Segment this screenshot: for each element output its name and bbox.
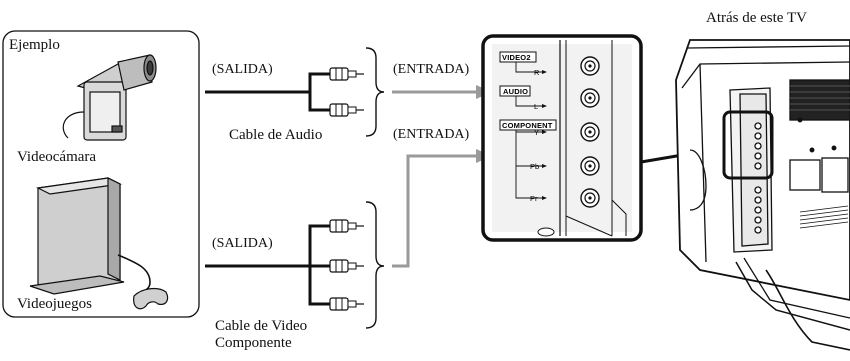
jack-pb bbox=[580, 156, 600, 176]
panel-component-tag: COMPONENT bbox=[502, 121, 553, 130]
input-panel-zoom bbox=[481, 34, 643, 242]
jack-label-pr: Pr bbox=[530, 194, 538, 203]
component-input-arrow bbox=[392, 149, 492, 268]
component-input-label: (ENTRADA) bbox=[393, 127, 470, 142]
component-plug-pr bbox=[329, 297, 364, 311]
audio-output-label: (SALIDA) bbox=[212, 62, 273, 77]
audio-brace bbox=[365, 47, 385, 137]
device-label-game-console: Videojuegos bbox=[17, 296, 92, 312]
jack-r bbox=[580, 56, 600, 76]
camcorder-icon bbox=[62, 54, 157, 141]
audio-input-arrow bbox=[392, 85, 492, 99]
audio-input-label: (ENTRADA) bbox=[393, 62, 470, 77]
panel-audio-tag: AUDIO bbox=[503, 87, 528, 96]
tv-caption: Atrás de este TV bbox=[706, 10, 807, 26]
jack-label-l: L bbox=[534, 102, 538, 111]
component-output-label: (SALIDA) bbox=[212, 236, 273, 251]
audio-plug-r bbox=[329, 67, 364, 81]
audio-cable-caption: Cable de Audio bbox=[229, 127, 323, 143]
audio-plug-l bbox=[329, 103, 364, 117]
tv-rear-icon bbox=[675, 39, 850, 351]
panel-video2-tag: VIDEO2 bbox=[502, 53, 531, 62]
game-console-icon bbox=[29, 177, 169, 310]
example-title: Ejemplo bbox=[9, 37, 60, 53]
component-plug-y bbox=[329, 219, 364, 233]
jack-label-y: Y bbox=[534, 128, 539, 137]
component-plug-pb bbox=[329, 259, 364, 273]
component-cable-caption-line2: Componente bbox=[215, 335, 292, 351]
component-cable bbox=[205, 201, 385, 329]
jack-label-pb: Pb bbox=[530, 162, 539, 171]
device-label-camcorder: Videocámara bbox=[17, 149, 97, 165]
audio-cable bbox=[205, 47, 385, 137]
jack-l bbox=[580, 88, 600, 108]
jack-label-r: R bbox=[534, 68, 540, 77]
component-cable-caption-line1: Cable de Video bbox=[215, 318, 308, 334]
jack-y bbox=[580, 122, 600, 142]
component-brace bbox=[365, 201, 385, 329]
jack-pr bbox=[580, 188, 600, 208]
